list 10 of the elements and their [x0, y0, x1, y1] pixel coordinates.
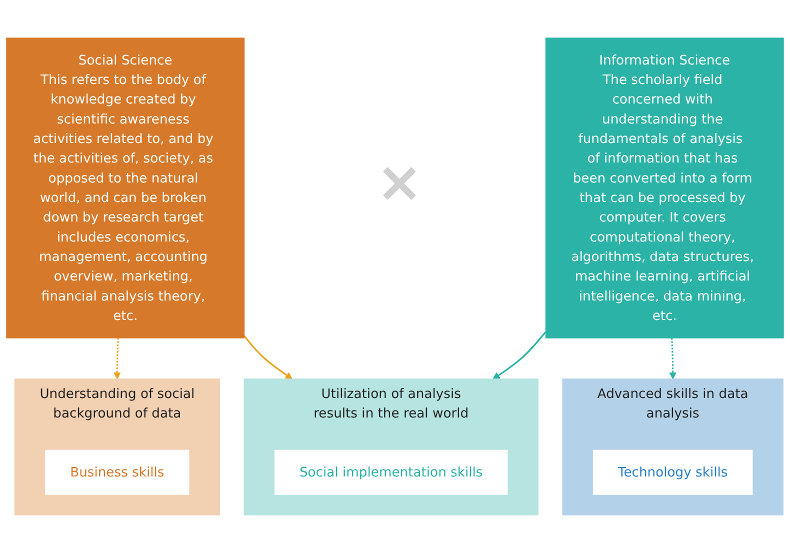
node-box: Information Science The scholarly field concerned with understanding the fundamentals of analysis of information that has been converted into a form that can be processed by computer. It covers computational theory, algorithms, data structures, machine learning, artificial intelligence, data mining, etc. — [545, 38, 784, 338]
arrow — [114, 338, 121, 380]
node-box: Business skills — [45, 450, 190, 495]
node-box: Social Science This refers to the body of knowledge created by scientific awareness activities related to, and by the activities of, society, as opposed to the natural world, and can be broken down by research target includes economics, management, accounting overview, marketing, financial analysis theory, etc. — [6, 38, 245, 338]
arrow — [669, 338, 676, 380]
arrow — [244, 335, 292, 380]
arrow — [492, 331, 546, 380]
node-box: Technology skills — [592, 450, 753, 495]
multiply-sign: × — [376, 150, 423, 215]
node-box: Social implementation skills — [274, 450, 508, 495]
